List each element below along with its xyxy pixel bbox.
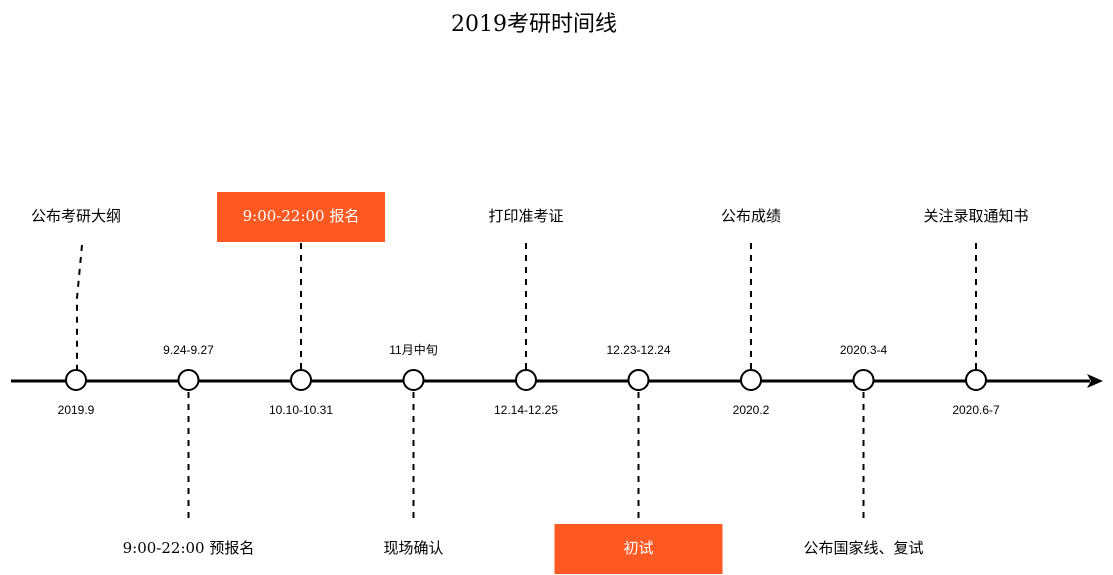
- event-label: 公布考研大纲: [31, 207, 121, 225]
- event-marker: [627, 369, 650, 391]
- event-highlight-box: [217, 192, 385, 242]
- timeline-event: 2020.6-7 关注录取通知书: [923, 207, 1028, 417]
- event-label: 公布成绩: [721, 207, 781, 225]
- event-marker: [402, 369, 425, 391]
- timeline-event: 12.23-12.24 初试: [554, 343, 723, 574]
- event-date: 12.23-12.24: [606, 343, 670, 357]
- event-date: 9.24-9.27: [163, 343, 214, 357]
- timeline-event: 2019.9 公布考研大纲: [31, 207, 121, 417]
- event-label: 9:00-22:00 预报名: [123, 539, 255, 557]
- event-date: 11月中旬: [389, 342, 437, 357]
- event-date: 2020.6-7: [952, 403, 1000, 417]
- event-label: 9:00-22:00 报名: [243, 207, 360, 225]
- diagram-title: 2019考研时间线: [451, 12, 617, 37]
- event-marker: [740, 369, 762, 391]
- event-label: 打印准考证: [488, 207, 563, 225]
- event-label: 初试: [623, 539, 653, 557]
- event-date: 12.14-12.25: [494, 403, 558, 417]
- event-date: 2019.9: [58, 403, 95, 417]
- event-marker: [515, 369, 537, 391]
- event-date: 2020.3-4: [840, 343, 888, 357]
- event-connector: [76, 244, 83, 370]
- timeline-event: 9.24-9.27 9:00-22:00 预报名: [123, 343, 255, 557]
- timeline-event: 2020.3-4 公布国家线、复试: [803, 343, 923, 557]
- event-marker: [852, 369, 875, 391]
- event-marker: [965, 369, 987, 391]
- event-date: 10.10-10.31: [269, 403, 333, 417]
- event-marker: [65, 369, 87, 391]
- timeline-event: 10.10-10.31 9:00-22:00 报名: [217, 192, 385, 417]
- events-layer: 2019.9 公布考研大纲 9.24-9.27 9:00-22:00 预报名 10.10…: [31, 192, 1029, 574]
- timeline-event: 12.14-12.25 打印准考证: [488, 207, 563, 417]
- event-date: 2020.2: [733, 403, 770, 417]
- timeline-event: 2020.2 公布成绩: [721, 207, 781, 417]
- event-label: 公布国家线、复试: [803, 539, 923, 557]
- event-label: 关注录取通知书: [923, 207, 1028, 225]
- event-marker: [290, 369, 312, 391]
- event-label: 现场确认: [383, 539, 443, 557]
- event-highlight-box: [554, 524, 723, 574]
- event-marker: [177, 369, 200, 391]
- timeline-arrow-head: [1087, 374, 1103, 388]
